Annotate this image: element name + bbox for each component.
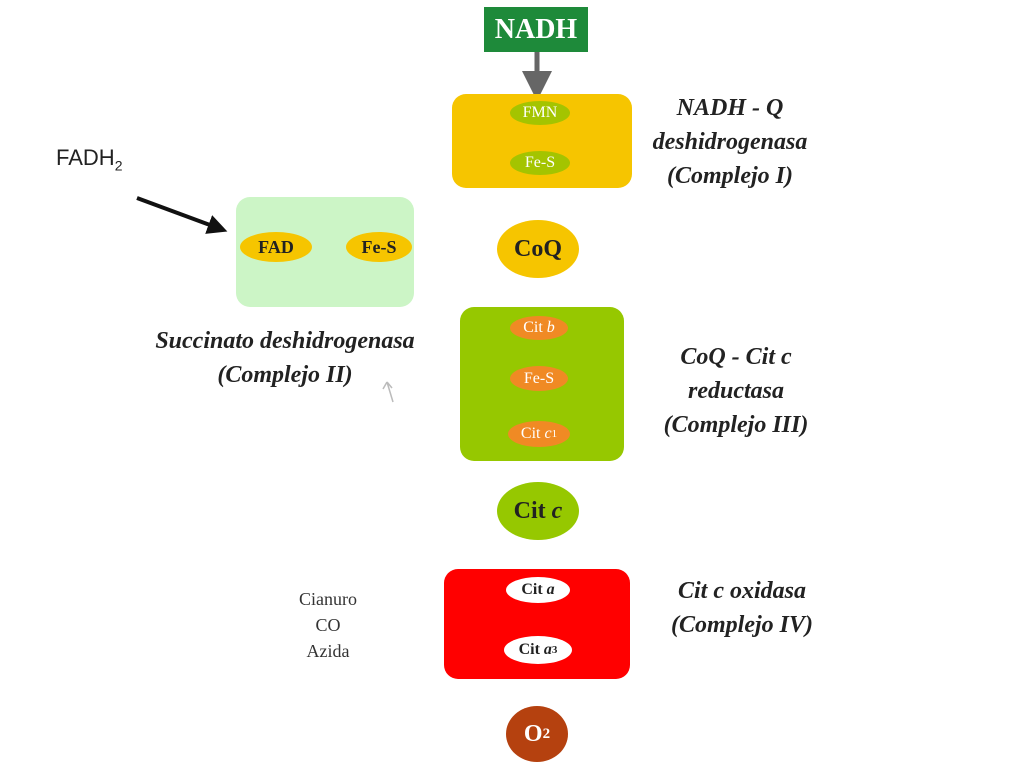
nadh-label: NADH bbox=[494, 13, 578, 45]
cit-c-node: Cit c bbox=[497, 482, 579, 540]
fadh2-arrow bbox=[136, 196, 228, 234]
fes-carrier-complex-iii: Fe-S bbox=[510, 366, 568, 391]
fes-carrier-complex-ii: Fe-S bbox=[346, 232, 412, 262]
inhibitors-list: Cianuro CO Azida bbox=[299, 589, 357, 661]
complex-iv-caption: Cit c oxidasa (Complejo IV) bbox=[671, 578, 813, 638]
coq-node: CoQ bbox=[497, 220, 579, 278]
fes-carrier-complex-i: Fe-S bbox=[510, 151, 570, 175]
cit-a-carrier: Cit a bbox=[506, 577, 570, 603]
complex-i-caption: NADH - Q deshidrogenasa (Complejo I) bbox=[652, 95, 808, 189]
faint-up-arrow bbox=[382, 381, 394, 403]
complex-ii-caption: Succinato deshidrogenasa (Complejo II) bbox=[155, 328, 415, 388]
fad-carrier: FAD bbox=[240, 232, 312, 262]
fadh2-label: FADH2 bbox=[56, 145, 123, 174]
fmn-carrier: FMN bbox=[510, 101, 570, 125]
cit-b-carrier: Cit b bbox=[510, 316, 568, 340]
nadh-box: NADH bbox=[484, 7, 588, 52]
complex-iii-caption: CoQ - Cit c reductasa (Complejo III) bbox=[663, 344, 809, 438]
